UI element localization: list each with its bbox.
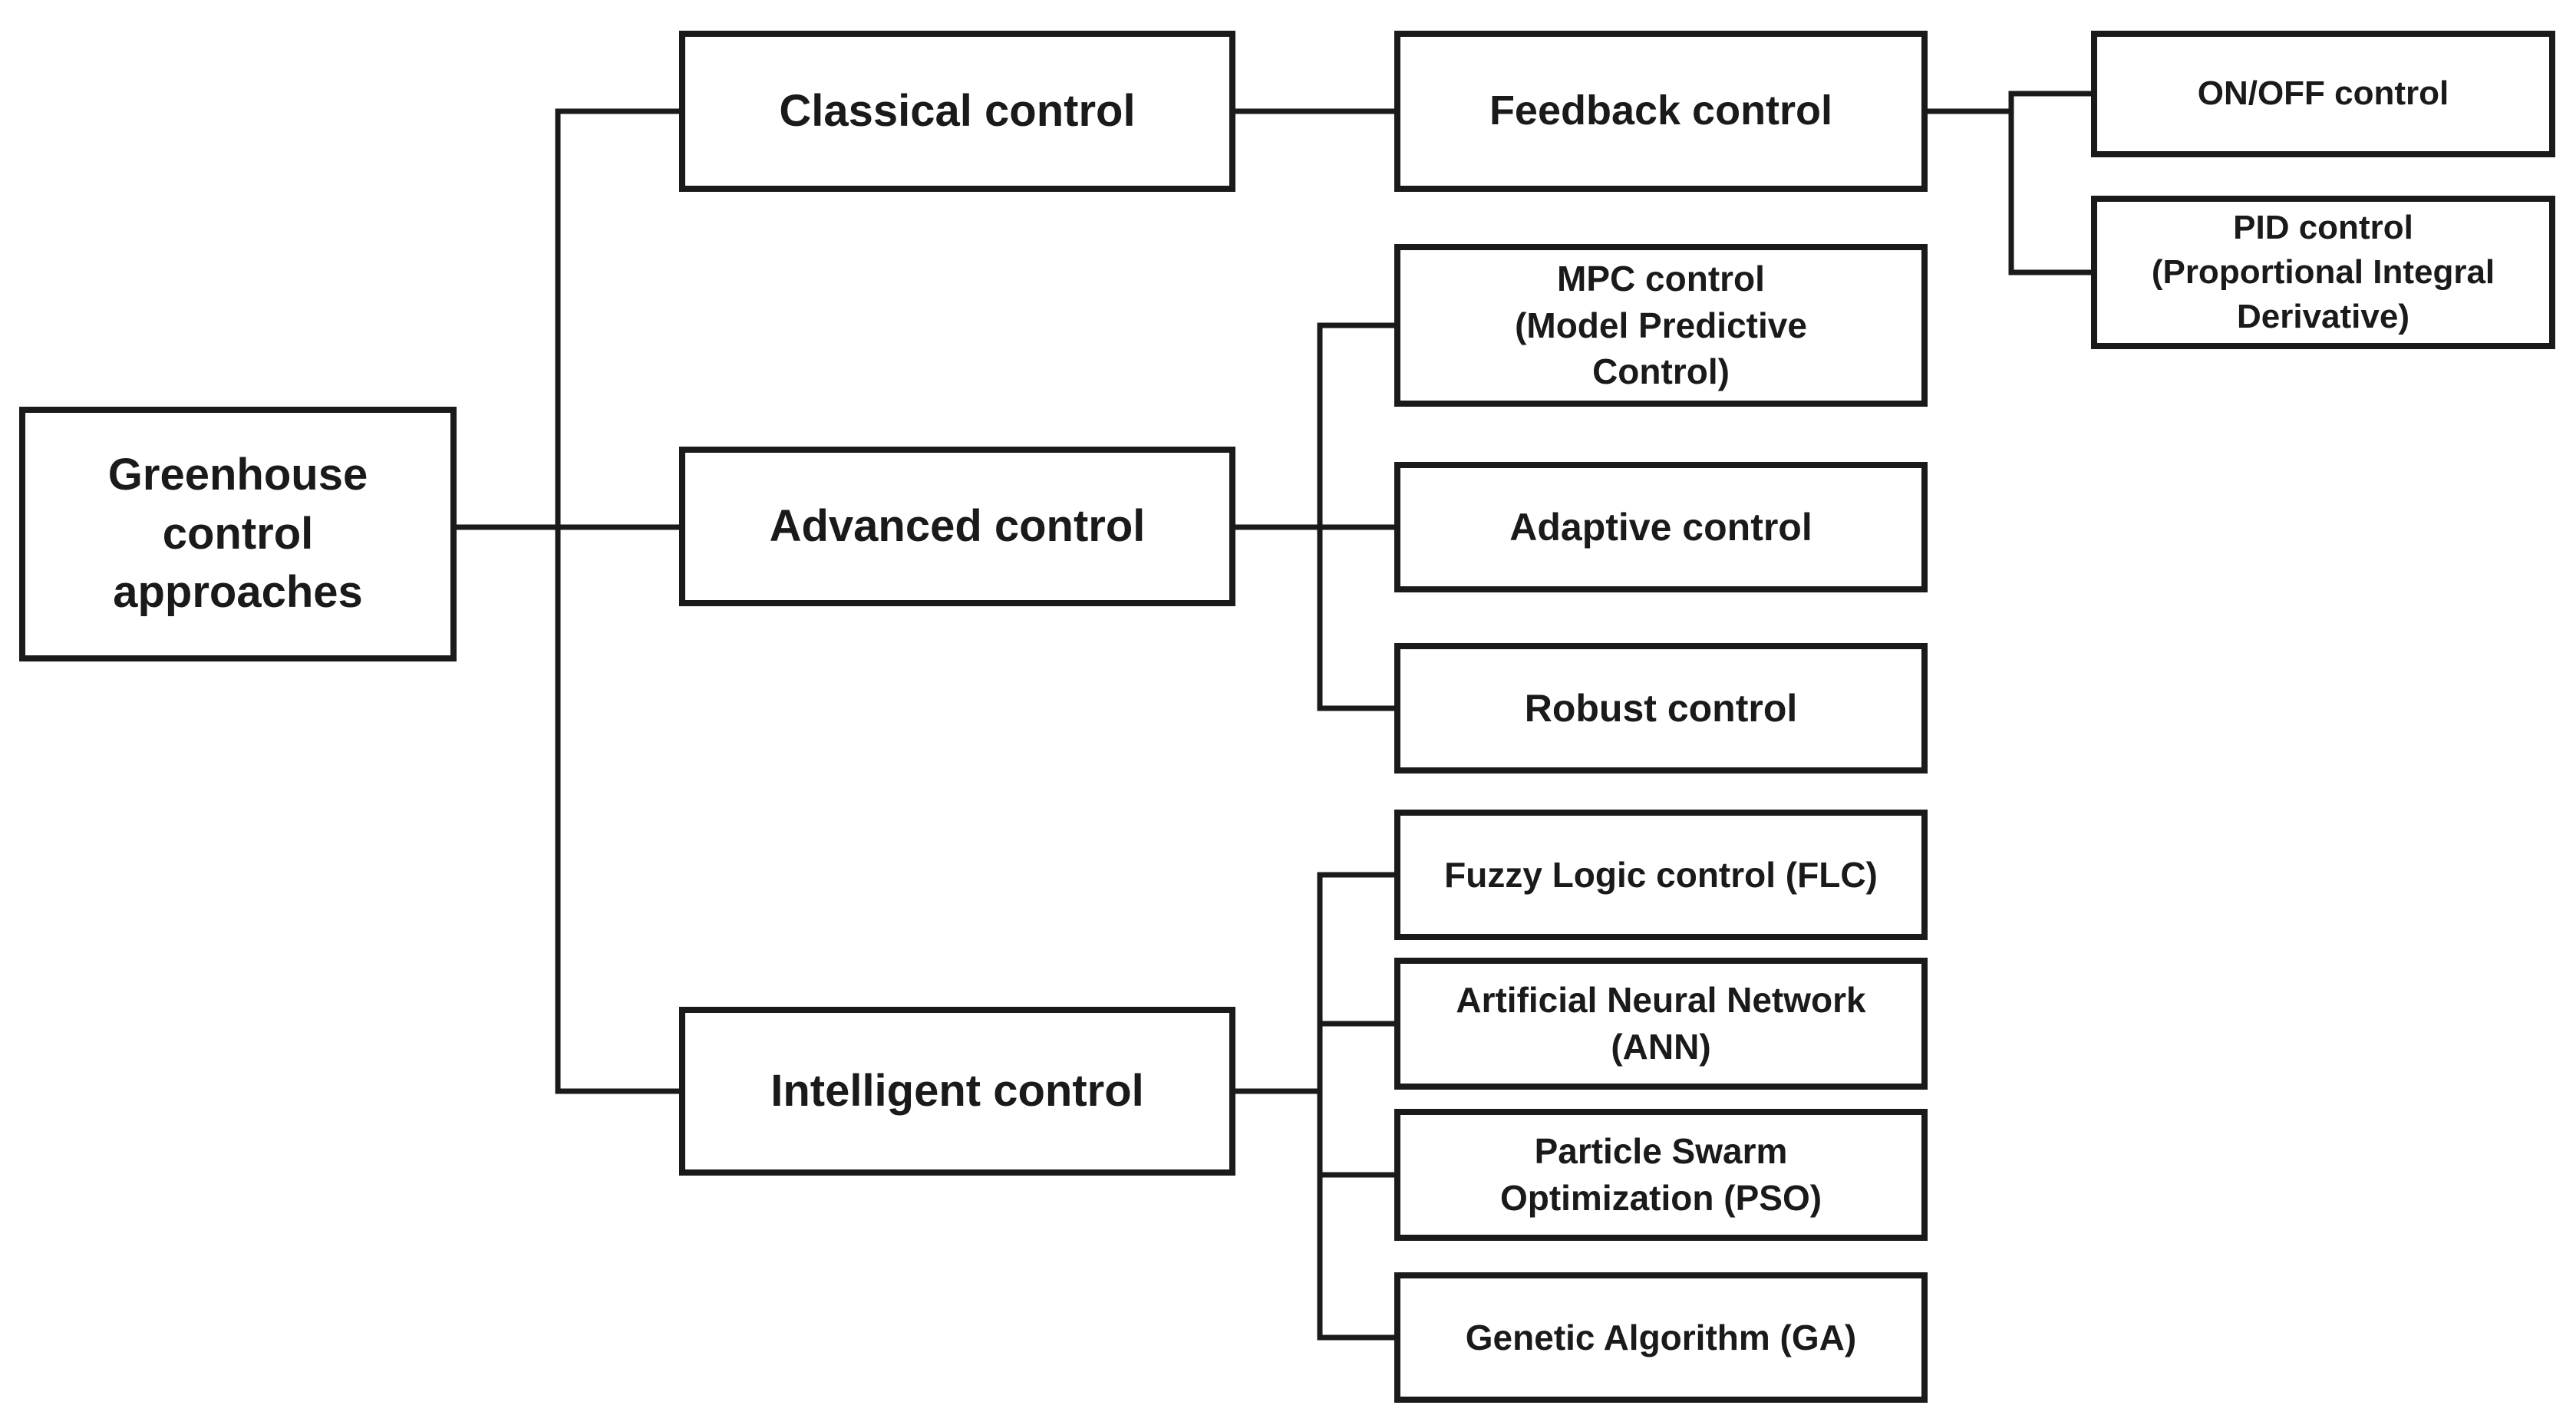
node-intelligent-control: Intelligent control: [679, 1007, 1235, 1176]
node-classical-control: Classical control: [679, 31, 1235, 192]
node-adaptive-control: Adaptive control: [1394, 462, 1928, 592]
node-artificial-neural-network: Artificial Neural Network (ANN): [1394, 958, 1928, 1090]
node-feedback-control: Feedback control: [1394, 31, 1928, 192]
node-advanced-control: Advanced control: [679, 447, 1235, 606]
node-mpc-control: MPC control (Model Predictive Control): [1394, 244, 1928, 407]
node-greenhouse-control-approaches: Greenhouse control approaches: [19, 407, 457, 661]
node-fuzzy-logic-control: Fuzzy Logic control (FLC): [1394, 810, 1928, 940]
node-particle-swarm-optimization: Particle Swarm Optimization (PSO): [1394, 1109, 1928, 1241]
node-on-off-control: ON/OFF control: [2091, 31, 2555, 157]
node-robust-control: Robust control: [1394, 643, 1928, 774]
node-pid-control: PID control (Proportional Integral Deriv…: [2091, 196, 2555, 349]
node-genetic-algorithm: Genetic Algorithm (GA): [1394, 1272, 1928, 1403]
